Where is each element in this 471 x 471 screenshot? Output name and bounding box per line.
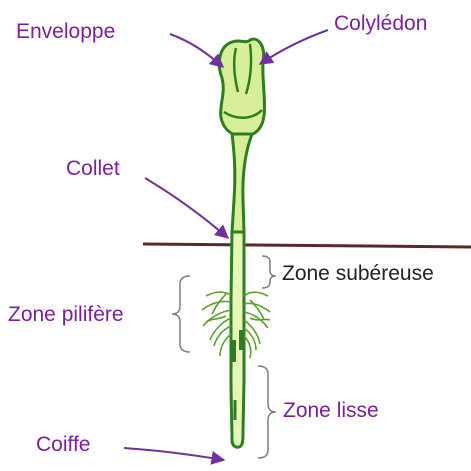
- label-cotyledon: Colylédon: [334, 12, 427, 35]
- label-coiffe: Coiffe: [36, 433, 90, 456]
- soil-line: [143, 244, 471, 247]
- label-zone-pilifere: Zone pilifère: [8, 303, 124, 326]
- zone-lisse-brace: [258, 366, 276, 458]
- label-enveloppe: Enveloppe: [16, 20, 115, 43]
- zone-pilifere-brace: [172, 276, 190, 352]
- zone-subereuse-brace: [262, 256, 276, 288]
- label-zone-lisse: Zone lisse: [283, 399, 379, 422]
- hypocotyl: [232, 134, 252, 232]
- label-zone-subereuse: Zone subéreuse: [282, 262, 434, 285]
- arrow-cotyledon: [260, 30, 328, 64]
- arrow-collet: [145, 178, 228, 238]
- arrow-enveloppe: [170, 34, 223, 67]
- arrow-coiffe: [124, 448, 224, 460]
- label-collet: Collet: [66, 157, 120, 180]
- seed-head: [219, 39, 264, 136]
